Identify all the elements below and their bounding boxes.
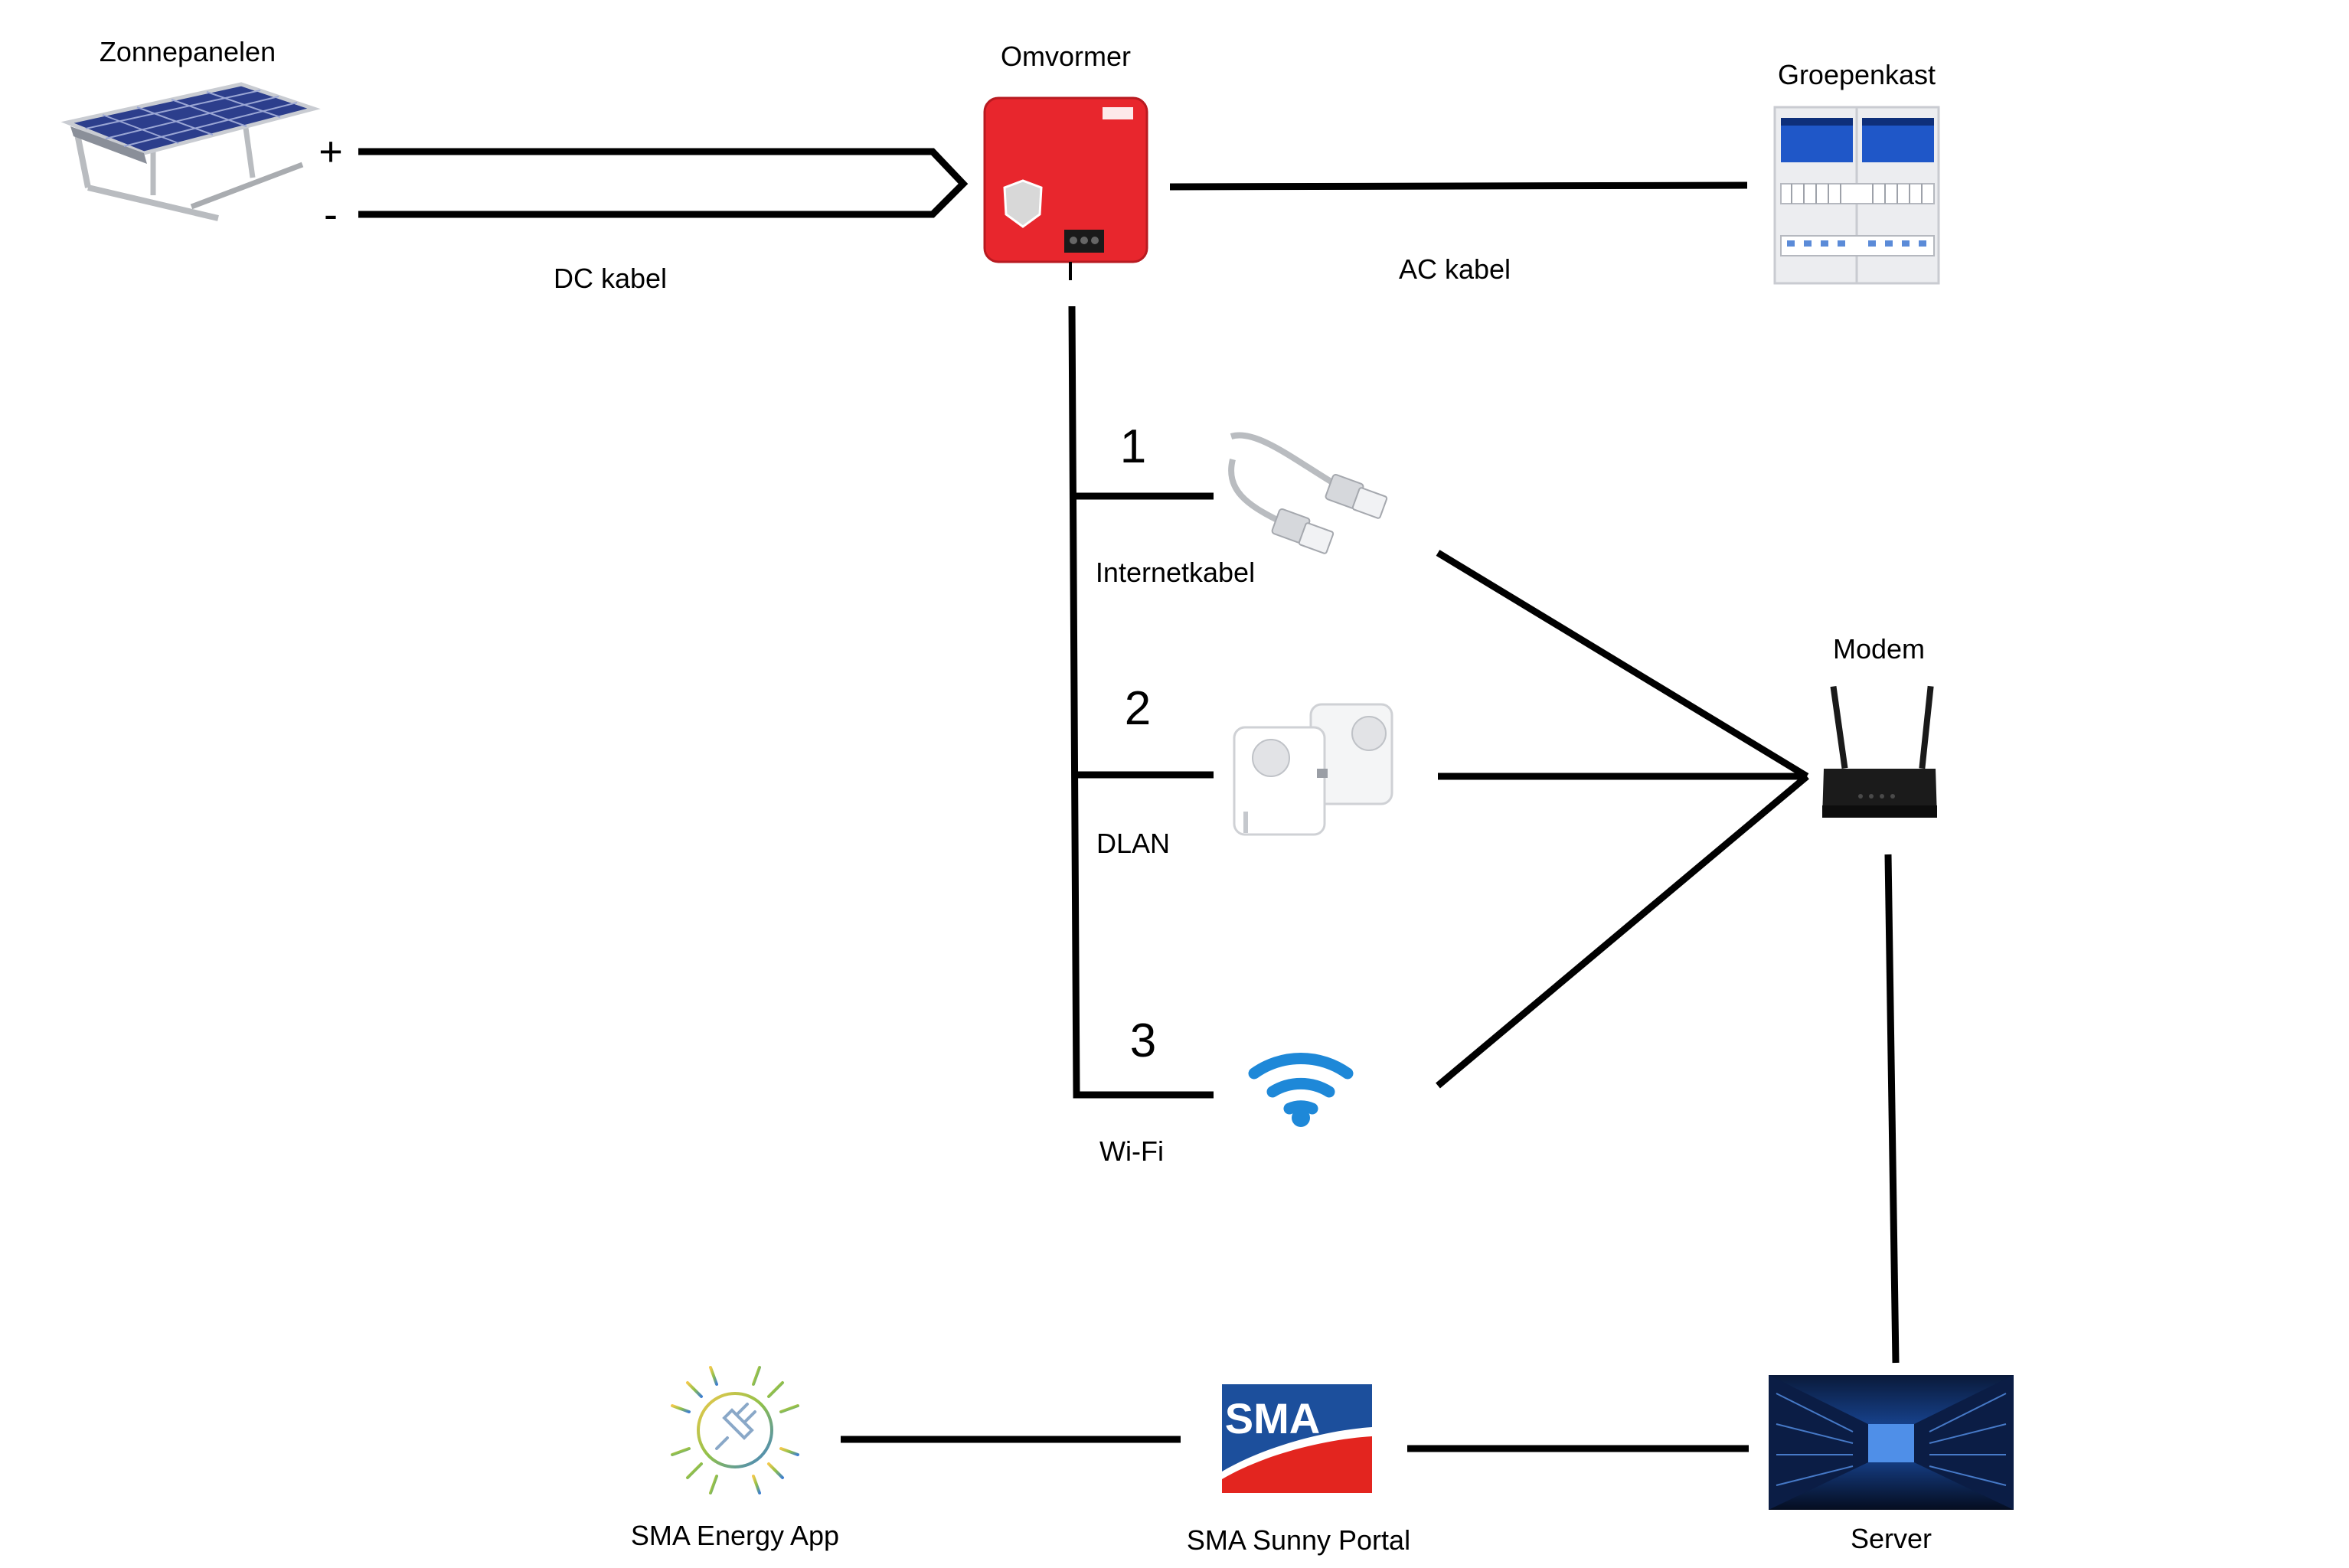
energy-app-icon [666,1361,804,1499]
sma-logo-icon: SMA [1222,1384,1372,1493]
modem-label: Modem [1833,633,1925,665]
solar-panels-icon [60,82,321,221]
inverter-trunk-line [1068,305,1214,1099]
modem-icon [1822,685,1937,818]
internetkabel-to-modem-line [1436,550,1809,779]
wifi-icon [1248,1052,1354,1127]
dc-cable-label: DC kabel [554,263,667,294]
distribution-board-label: Groepenkast [1778,59,1936,90]
option-2-number: 2 [1125,682,1151,735]
inverter-icon [983,96,1148,280]
ethernet-cable-icon [1228,432,1388,554]
option-2-label: DLAN [1096,828,1170,859]
option-1-label: Internetkabel [1096,557,1255,588]
option-3-label: Wi-Fi [1099,1135,1164,1167]
option-1-number: 1 [1120,420,1146,473]
inverter-label: Omvormer [1001,41,1131,72]
server-label: Server [1851,1523,1932,1554]
dlan-adapter-icon [1233,703,1393,836]
ac-cable-line [1169,181,1748,191]
energy-app-label: SMA Energy App [631,1520,839,1551]
sunny-portal-label: SMA Sunny Portal [1187,1524,1410,1556]
wifi-to-modem-line [1436,773,1809,1089]
server-room-icon [1769,1375,2014,1510]
distribution-board-icon [1773,106,1940,285]
option-3-number: 3 [1130,1014,1156,1067]
solar-panels-label: Zonnepanelen [100,36,276,67]
dc-cable-line [358,148,969,218]
dc-plus-sign: + [319,129,343,175]
connection-lines [358,148,1900,1452]
dc-minus-sign: - [324,191,338,237]
ac-cable-label: AC kabel [1399,253,1511,285]
sma-logo-text: SMA [1225,1394,1320,1442]
modem-to-server-line [1884,854,1900,1364]
